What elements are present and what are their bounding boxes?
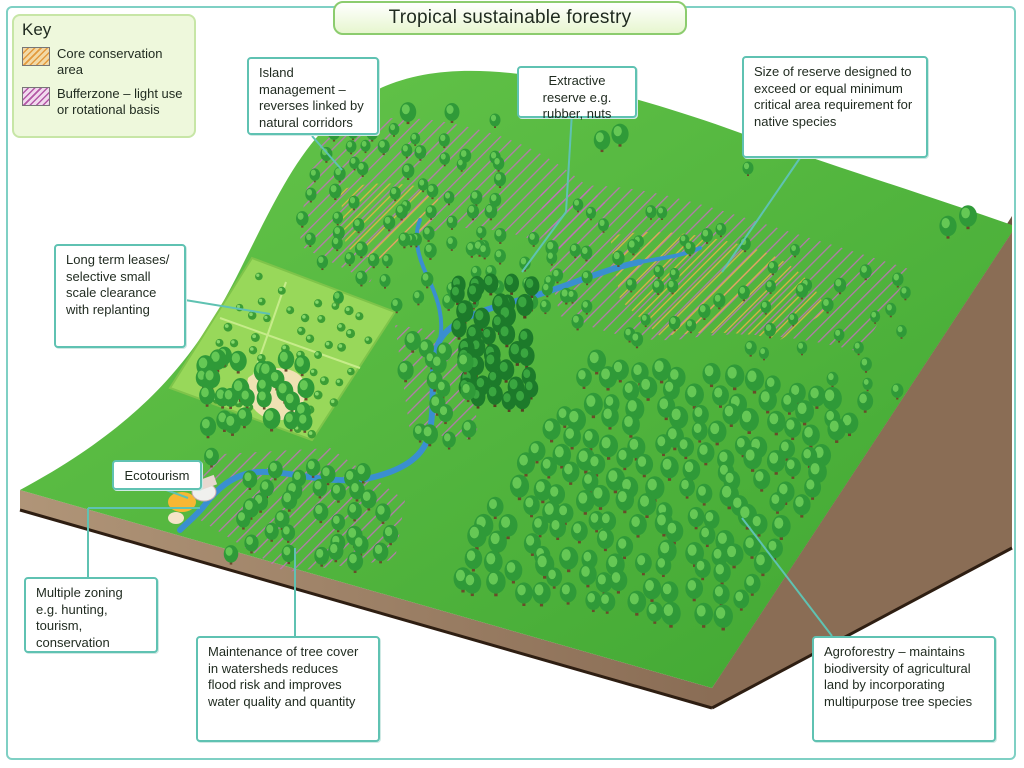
key-item-core: Core conservation area [22,46,186,78]
tree [250,333,260,342]
tree [364,336,373,345]
tree [215,338,224,347]
tree [347,367,355,376]
key-legend: Key Core conservation area Bufferzone – … [12,14,196,138]
tree [337,342,347,352]
key-heading: Key [22,20,52,39]
tree [309,368,318,377]
key-label-buffer: Bufferzone – light use or rotational bas… [57,86,183,117]
callout-island-management: Island management – reverses linked by n… [247,57,379,135]
tree [331,302,340,310]
tree [313,390,323,400]
tree [305,334,315,344]
soil-right-face [712,232,1012,708]
callout-ecotourism: Ecotourism [112,460,202,490]
soil-front-face [20,490,712,708]
tree [297,326,306,336]
tree [319,376,329,386]
callout-long-term-leases: Long term leases/ selective small scale … [54,244,186,348]
tree [336,322,346,332]
tree [300,313,310,323]
tree [277,286,286,295]
tree [263,314,271,323]
tree [255,272,263,281]
key-label-core: Core conservation area [57,46,163,77]
tree [324,340,333,350]
tree [223,322,233,332]
key-item-buffer: Bufferzone – light use or rotational bas… [22,86,186,118]
tree [229,339,239,348]
tree [314,351,323,359]
tree [345,328,356,339]
buffer-swatch [22,87,50,106]
diagram-title: Tropical sustainable forestry [333,1,687,35]
tree [335,378,344,387]
tree [317,314,326,324]
tree [355,312,364,321]
tree [344,305,354,316]
callout-multiple-zoning: Multiple zoning e.g. hunting, tourism, c… [24,577,158,653]
tree [257,297,266,306]
callout-agroforestry: Agroforestry – maintains biodiversity of… [812,636,996,742]
callout-extractive-reserve: Extractive reserve e.g. rubber, nuts [517,66,637,121]
callout-reserve-size: Size of reserve designed to exceed or eq… [742,56,928,158]
leader-lines [87,111,833,637]
core-swatch [22,47,50,66]
callout-watersheds: Maintenance of tree cover in watersheds … [196,636,380,742]
tree [329,398,339,407]
tree [313,299,323,308]
tree [286,306,295,315]
tree [307,430,317,439]
tree [248,346,258,355]
